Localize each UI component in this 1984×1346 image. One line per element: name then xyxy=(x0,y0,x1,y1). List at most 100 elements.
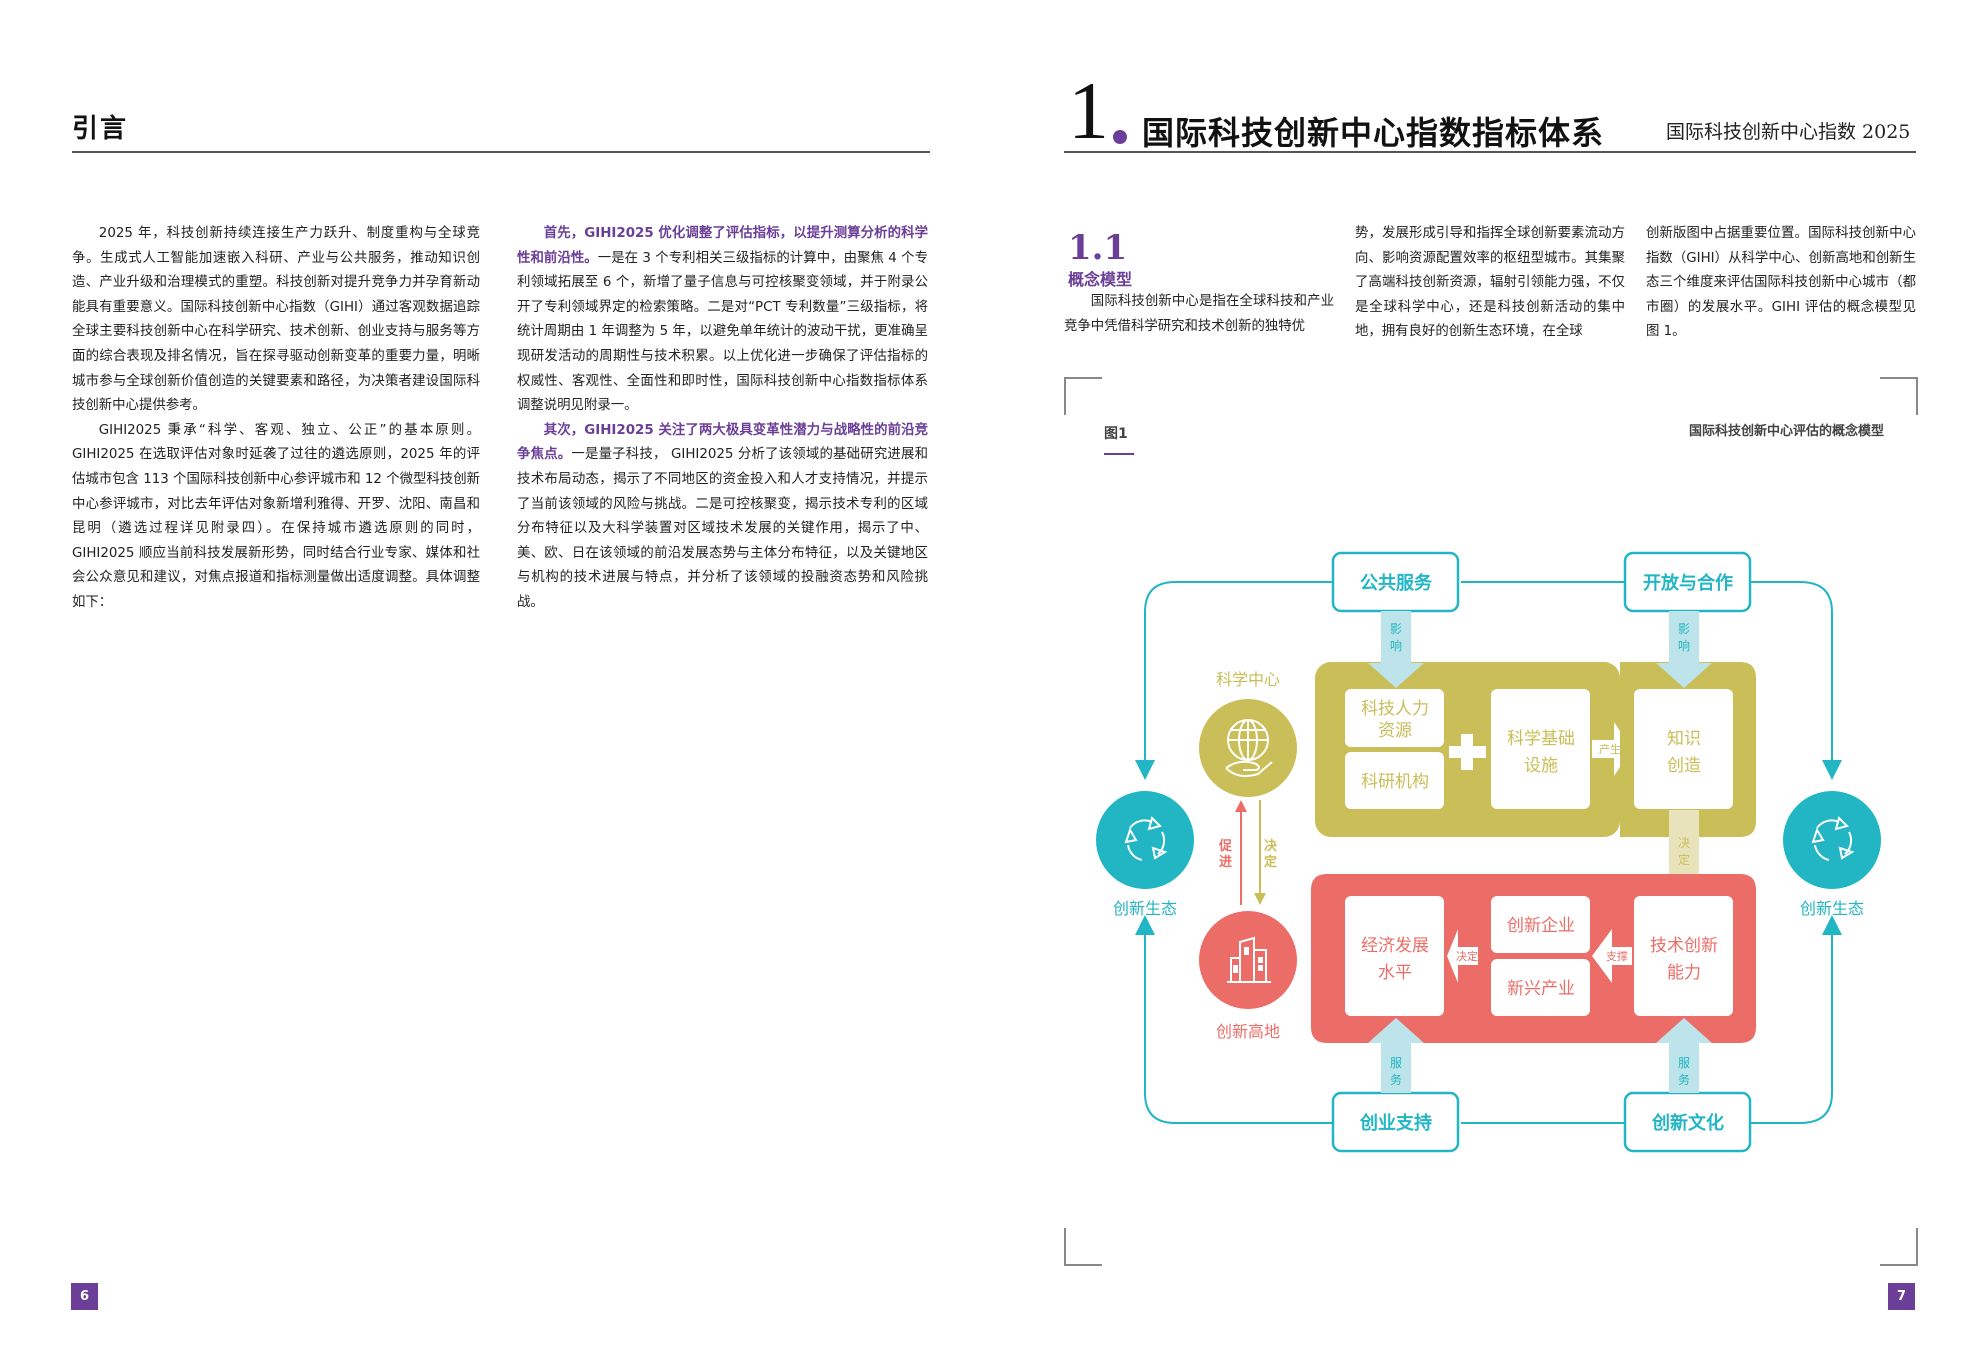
box-science-infrastructure xyxy=(1491,689,1590,809)
industry-label: 新兴产业 xyxy=(1507,979,1575,999)
concept-paragraph-part2: 势，发展形成引导和指挥全球创新要素流动方向、影响资源配置效率的枢纽型城市。其集聚… xyxy=(1355,226,1625,340)
promote-label-2: 进 xyxy=(1219,855,1232,870)
knowledge-line2: 创造 xyxy=(1667,756,1701,776)
determine-label: 决定 xyxy=(1456,949,1478,963)
service-label-1: 服 xyxy=(1678,1056,1690,1070)
box-research-institutions xyxy=(1345,752,1444,809)
highlight-text: 其次，GIHI2025 关注了两大极具变革性潜力与战略性的前沿竞争焦点。 xyxy=(517,422,928,463)
support-label: 支撑 xyxy=(1606,949,1628,963)
service-arrow-left: 服 务 xyxy=(1368,1018,1424,1093)
determine-label-1: 决 xyxy=(1678,836,1690,850)
box-emerging-industries xyxy=(1491,959,1590,1016)
determine-label-2: 定 xyxy=(1678,852,1690,867)
section-number: 1.1 xyxy=(1068,228,1128,268)
page-number-right: 7 xyxy=(1888,1283,1915,1310)
left-column-1: 2025 年，科技创新持续连接生产力跃升、制度重构与全球竞争。生成式人工智能加速… xyxy=(72,222,480,616)
figure-label-underline xyxy=(1104,453,1134,455)
loop-bottom-right xyxy=(1750,915,1842,1124)
enterprise-label: 创新企业 xyxy=(1507,916,1575,936)
research-inst-label: 科研机构 xyxy=(1361,772,1429,792)
ecosystem-label-right: 创新生态 xyxy=(1800,899,1864,918)
frame-corner-top-right xyxy=(1880,377,1918,415)
highlight-text: 首先，GIHI2025 优化调整了评估指标，以提升测算分析的科学性和前沿性。 xyxy=(517,226,928,266)
cycle-arrows-icon xyxy=(1811,816,1855,861)
concept-paragraph-part1: 国际科技创新中心是指在全球科技和产业竞争中凭借科学研究和技术创新的独特优 xyxy=(1064,294,1334,334)
loop-top-right xyxy=(1750,581,1842,780)
ecosystem-right: 创新生态 xyxy=(1783,791,1881,918)
frame-corner-top-left xyxy=(1064,377,1102,415)
body-text: 一是在 3 个专利相关三级指标的计算中，由聚焦 4 个专利领域拓展至 6 个，新… xyxy=(517,250,928,414)
influence-arrow-left: 影 响 xyxy=(1368,611,1424,688)
infra-line2: 设施 xyxy=(1524,756,1558,776)
econ-line2: 水平 xyxy=(1378,963,1412,983)
produce-label: 产生 xyxy=(1599,742,1621,756)
right-header-rule xyxy=(1064,151,1916,153)
ecosystem-label-left: 创新生态 xyxy=(1113,899,1177,918)
infra-line1: 科学基础 xyxy=(1507,729,1575,749)
influence-arrow-right: 影 响 xyxy=(1656,611,1712,688)
service-label-2: 务 xyxy=(1678,1072,1690,1087)
chapter-dot xyxy=(1113,130,1127,144)
left-header-rule xyxy=(72,151,930,153)
left-page-header: 引言 xyxy=(72,114,129,144)
science-center-label: 科学中心 xyxy=(1216,670,1280,689)
ecosystem-left: 创新生态 xyxy=(1096,791,1194,918)
innovation-culture-label: 创新文化 xyxy=(1651,1112,1724,1134)
box-innovative-enterprises xyxy=(1491,896,1590,953)
figure-title: 国际科技创新中心评估的概念模型 xyxy=(1688,424,1884,439)
tech-line2: 能力 xyxy=(1667,963,1701,983)
tech-line1: 技术创新 xyxy=(1650,936,1718,956)
intro-paragraph-1: 2025 年，科技创新持续连接生产力跃升、制度重构与全球竞争。生成式人工智能加速… xyxy=(72,226,480,414)
page-number-left: 6 xyxy=(71,1283,98,1310)
figure-label: 图1 xyxy=(1104,426,1128,442)
frame-corner-bottom-left xyxy=(1064,1228,1102,1266)
loop-bottom-left xyxy=(1135,915,1333,1124)
box-tech-innovation xyxy=(1634,896,1733,1016)
econ-line1: 经济发展 xyxy=(1361,936,1429,956)
innovation-highland-circle xyxy=(1199,911,1297,1009)
influence-label-1: 影 xyxy=(1678,622,1690,636)
st-hr-line2: 资源 xyxy=(1378,721,1412,741)
running-header: 国际科技创新中心指数 2025 xyxy=(1666,121,1911,143)
adjustment-paragraph-1: 首先，GIHI2025 优化调整了评估指标，以提升测算分析的科学性和前沿性。一是… xyxy=(517,222,928,419)
right-column-3: 创新版图中占据重要位置。国际科技创新中心指数（GIHI）从科学中心、创新高地和创… xyxy=(1646,222,1916,345)
city-buildings-icon xyxy=(1227,936,1271,983)
right-column-2: 势，发展形成引导和指挥全球创新要素流动方向、影响资源配置效率的枢纽型城市。其集聚… xyxy=(1355,222,1625,345)
influence-label-2: 响 xyxy=(1390,638,1402,653)
box-st-human-resources xyxy=(1345,689,1444,747)
section-title: 概念模型 xyxy=(1068,270,1133,289)
box-public-service: 公共服务 xyxy=(1331,551,1460,613)
intro-paragraph-2: GIHI2025 秉承“科学、客观、独立、公正”的基本原则。GIHI2025 在… xyxy=(72,422,480,610)
knowledge-line1: 知识 xyxy=(1667,729,1701,749)
loop-top-left xyxy=(1135,581,1333,780)
plus-icon xyxy=(1449,734,1486,770)
box-innovation-culture: 创新文化 xyxy=(1623,1091,1752,1153)
service-label-2: 务 xyxy=(1390,1072,1402,1087)
body-text: 一是量子科技， GIHI2025 分析了该领域的基础研究进展和技术布局动态，揭示… xyxy=(517,447,929,610)
outer-loop-lines xyxy=(1135,581,1842,1124)
box-open-cooperation: 开放与合作 xyxy=(1623,551,1752,613)
innovation-highland-label: 创新高地 xyxy=(1216,1022,1280,1041)
left-column-2: 首先，GIHI2025 优化调整了评估指标，以提升测算分析的科学性和前沿性。一是… xyxy=(517,222,928,616)
cycle-arrows-icon xyxy=(1124,816,1168,861)
concept-paragraph-part3: 创新版图中占据重要位置。国际科技创新中心指数（GIHI）从科学中心、创新高地和创… xyxy=(1646,226,1916,340)
service-arrow-right: 服 务 xyxy=(1656,1018,1712,1093)
influence-label-2: 响 xyxy=(1678,638,1690,653)
adjustment-paragraph-2: 其次，GIHI2025 关注了两大极具变革性潜力与战略性的前沿竞争焦点。一是量子… xyxy=(517,419,928,616)
promote-label-1: 促 xyxy=(1218,838,1233,854)
right-column-1: 国际科技创新中心是指在全球科技和产业竞争中凭借科学研究和技术创新的独特优 xyxy=(1064,290,1334,339)
chapter-title: 国际科技创新中心指数指标体系 xyxy=(1142,114,1605,152)
determine-label-2: 定 xyxy=(1263,854,1277,870)
influence-label-1: 影 xyxy=(1390,622,1402,636)
frame-corner-bottom-right xyxy=(1880,1228,1918,1266)
determine-vertical-arrow: 决 定 xyxy=(1254,800,1278,905)
globe-hand-icon xyxy=(1225,719,1273,777)
startup-support-label: 创业支持 xyxy=(1359,1112,1432,1134)
chapter-number: 1 xyxy=(1068,65,1109,156)
service-label-1: 服 xyxy=(1390,1056,1402,1070)
box-startup-support: 创业支持 xyxy=(1331,1091,1460,1153)
public-service-label: 公共服务 xyxy=(1360,572,1433,594)
st-hr-line1: 科技人力 xyxy=(1361,699,1429,719)
determine-arrow-left xyxy=(1447,929,1478,983)
